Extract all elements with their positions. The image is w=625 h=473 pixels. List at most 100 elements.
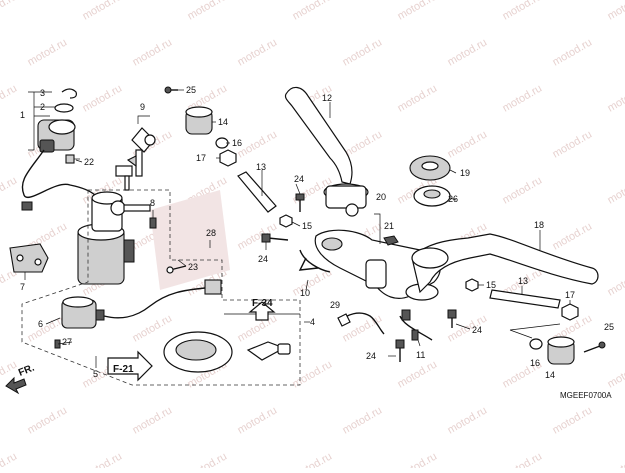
watermark-text: motod.ru [606,82,625,114]
watermark-text: motod.ru [606,358,625,390]
callout-16a: 16 [232,138,242,148]
ref-label-f21: F-21 [113,364,134,375]
shaft-part-13 [238,172,276,212]
bolt-part-24-lower [396,340,404,362]
watermark-text: motod.ru [236,128,280,160]
callout-22: 22 [84,157,94,167]
watermark-text: motod.ru [131,36,175,68]
callout-23: 23 [188,262,198,272]
watermark-text: motod.ru [396,450,440,468]
callout-24a: 24 [294,174,304,184]
callout-2: 2 [40,102,45,112]
callout-9: 9 [140,102,145,112]
callout-24b: 24 [258,254,268,264]
callout-1: 1 [20,110,25,120]
callout-12: 12 [322,93,332,103]
watermark-text: motod.ru [236,220,280,252]
callout-8: 8 [150,198,155,208]
mounting-bracket-part [10,244,48,272]
callout-3: 3 [40,88,45,98]
ignition-switch-part [38,120,75,152]
callout-19: 19 [460,168,470,178]
ref-label-f34: F-34 [252,298,273,309]
watermark-text: motod.ru [131,312,175,344]
nut-part-15 [280,215,292,227]
callout-24c: 24 [366,351,376,361]
watermark-text: motod.ru [341,404,385,436]
callout-11: 11 [416,350,425,360]
ring-part [55,104,73,112]
callout-29: 29 [330,300,340,310]
callout-14b: 14 [545,370,555,380]
grommet-part-19 [410,156,450,180]
callout-18: 18 [534,220,544,230]
watermark-text: motod.ru [606,0,625,23]
watermark-text: motod.ru [291,0,335,23]
key-set-part [116,128,155,190]
nut-part-17-right [562,304,578,320]
callout-17a: 17 [196,153,206,163]
screw-part [66,155,80,163]
watermark-text: motod.ru [26,404,70,436]
watermark-text: motod.ru [501,450,545,468]
watermark-text: motod.ru [26,36,70,68]
callout-24d: 24 [472,325,482,335]
callout-13a: 13 [256,162,266,172]
callout-20: 20 [376,192,386,202]
watermark-text: motod.ru [131,404,175,436]
callout-5: 5 [93,369,98,379]
watermark-text: motod.ru [0,450,19,468]
watermark-text: motod.ru [341,36,385,68]
bolt-part-25-right [584,342,605,352]
ring-part-26 [414,186,450,206]
watermark-text: motod.ru [186,0,230,23]
callout-15a: 15 [302,221,312,231]
watermark-text: motod.ru [446,404,490,436]
callout-16b: 16 [530,358,540,368]
watermark-text: motod.ru [291,358,335,390]
callout-26: 26 [448,194,458,204]
watermark-text: motod.ru [81,82,125,114]
diagram-code: MGEEF0700A [560,391,612,400]
watermark-text: motod.ru [501,82,545,114]
watermark-text: motod.ru [551,404,595,436]
watermark-text: motod.ru [551,128,595,160]
cylinder-part-14-right [548,337,574,364]
watermark-text: motod.ru [501,174,545,206]
front-direction-arrow [6,378,26,393]
callout-10: 10 [300,288,310,298]
watermark-text: motod.ru [551,220,595,252]
watermark-text: motod.ru [0,82,19,114]
cable-connector-part [205,280,221,294]
watermark-text: motod.ru [606,174,625,206]
callout-6: 6 [38,319,43,329]
watermark-text: motod.ru [446,36,490,68]
watermark-text: motod.ru [551,36,595,68]
hose-clip-part [402,310,410,320]
callout-17b: 17 [565,290,575,300]
seat-lock-part [62,297,104,328]
watermark-text: motod.ru [236,36,280,68]
nut-part-15-right [466,279,478,291]
callout-7: 7 [20,282,25,292]
watermark-text: motod.ru [501,0,545,23]
collar-part-16-right [530,339,542,349]
watermark-text: motod.ru [0,174,19,206]
cylinder-part-14 [186,107,212,134]
fuel-cap-part [164,332,232,372]
callout-27: 27 [62,337,72,347]
key-part [111,201,150,215]
watermark-text: motod.ru [236,404,280,436]
callout-4: 4 [310,317,315,327]
watermark-text: motod.ru [81,0,125,23]
front-direction-label: FR. [17,362,36,378]
bolt-part-25 [165,87,178,93]
bolt-part-24-right [448,310,456,328]
callout-28: 28 [206,228,216,238]
connector-part [22,202,32,210]
watermark-text: motod.ru [606,450,625,468]
watermark-text: motod.ru [0,0,19,23]
watermark-text: motod.ru [396,82,440,114]
